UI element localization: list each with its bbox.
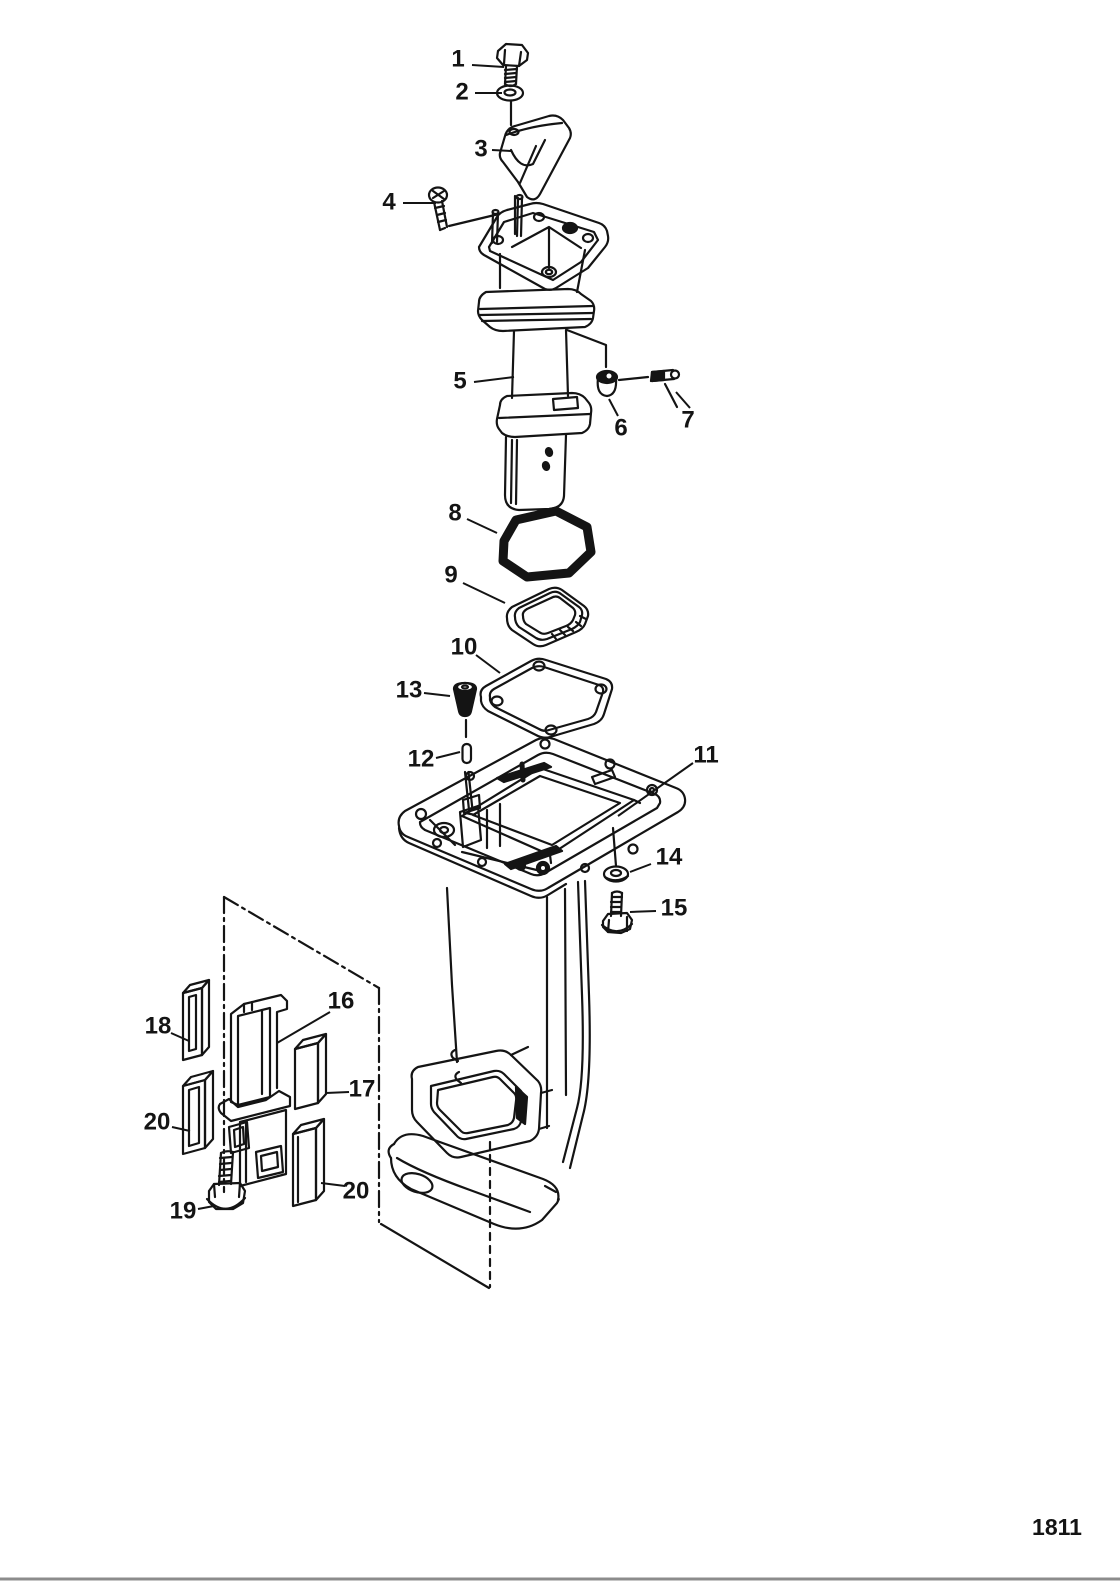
leader-line-11-10: [617, 762, 694, 817]
part-2-washer: [495, 84, 525, 127]
leader-line-19-18: [197, 1205, 215, 1210]
part-20-pad-left: [181, 1069, 215, 1156]
part-label-20-19: 20: [144, 1109, 171, 1136]
part-label-3-2: 3: [474, 136, 487, 163]
leader-line-5-4: [473, 376, 515, 383]
diagram-art: [181, 42, 687, 1290]
part-label-20-20: 20: [343, 1178, 370, 1205]
leader-line-8-7: [466, 518, 498, 534]
part-label-12-11: 12: [408, 746, 435, 773]
part-label-13-12: 13: [396, 677, 423, 704]
leader-line-6-5: [608, 398, 619, 417]
part-17-pad: [293, 1032, 328, 1111]
leader-line-1-0: [471, 64, 505, 68]
part-label-5-4: 5: [453, 368, 466, 395]
part-4-screw: [427, 186, 501, 232]
part-1-bolt: [495, 42, 530, 88]
leader-line-14-13: [629, 863, 652, 873]
detail-view-boundary: [222, 895, 381, 1224]
part-label-1-0: 1: [451, 46, 464, 73]
part-9-seal: [505, 586, 590, 648]
part-6-grommet: [565, 328, 650, 398]
part-label-14-13: 14: [656, 844, 683, 871]
part-label-7-6: 7: [681, 407, 694, 434]
leader-line-3-2: [491, 149, 512, 152]
leader-line-12-11: [435, 751, 461, 759]
part-label-6-5: 6: [614, 415, 627, 442]
part-8-exhaust-seal-ring: [498, 506, 596, 582]
leader-line-10-9: [475, 654, 501, 674]
part-label-8-7: 8: [448, 500, 461, 527]
leader-line-20-20: [320, 1182, 346, 1187]
part-label-4-3: 4: [382, 189, 396, 216]
leader-line-16-15: [276, 1011, 331, 1044]
page-number: 1811: [1032, 1514, 1082, 1540]
part-10-gasket: [479, 657, 614, 739]
leader-line-20-19: [171, 1126, 191, 1132]
part-19-screw: [205, 1150, 247, 1211]
page-footer: 1811: [0, 1514, 1120, 1581]
part-label-17-16: 17: [349, 1076, 376, 1103]
part-13-plug: [452, 681, 478, 739]
part-label-18-17: 18: [145, 1013, 172, 1040]
part-3-anode: [498, 114, 572, 236]
leader-line-7-6: [675, 391, 691, 409]
part-label-15-14: 15: [661, 895, 688, 922]
part-label-16-15: 16: [328, 988, 355, 1015]
part-18-pad: [181, 978, 211, 1062]
part-15-bolt: [600, 890, 634, 935]
leader-line-15-14: [629, 910, 657, 913]
part-5-inner-exhaust-tube: [476, 193, 610, 512]
part-7-pin: [649, 368, 681, 409]
part-11-driveshaft-housing: [379, 736, 687, 1290]
leader-line-17-16: [325, 1091, 350, 1094]
part-20-pad-right: [291, 1117, 326, 1208]
part-label-2-1: 2: [455, 79, 468, 106]
leader-line-18-17: [170, 1032, 190, 1042]
part-label-11-10: 11: [693, 742, 718, 769]
leader-line-9-8: [462, 582, 506, 604]
leader-line-13-12: [423, 692, 451, 697]
part-14-washer: [602, 826, 630, 883]
part-label-19-18: 19: [170, 1198, 197, 1225]
part-16-bracket: [217, 993, 292, 1188]
part-label-9-8: 9: [444, 562, 457, 589]
part-label-10-9: 10: [451, 634, 478, 661]
